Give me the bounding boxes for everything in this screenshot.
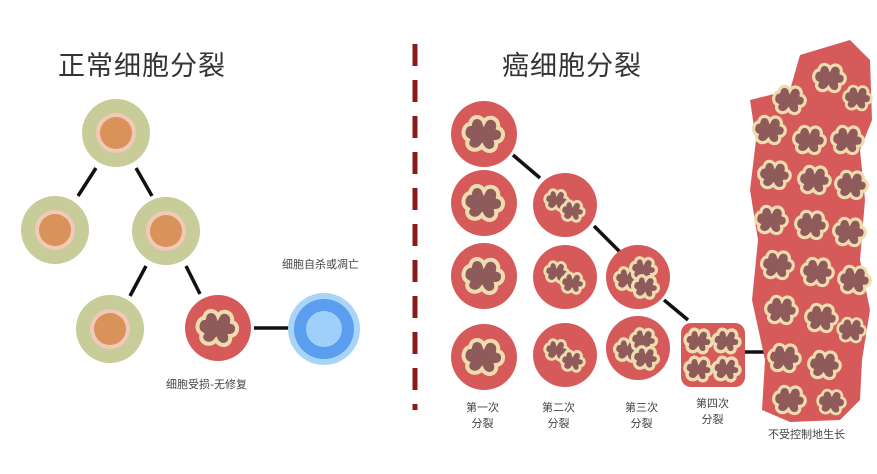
normal-cell-gen3-left bbox=[76, 295, 144, 363]
cancer-cell-c2-r1 bbox=[533, 173, 597, 237]
stage-label-3: 第三次 分裂 bbox=[625, 401, 658, 430]
normal-cell-gen2-right bbox=[132, 197, 200, 265]
cancer-cell-c2-r3 bbox=[533, 323, 597, 387]
cancer-cell-c4 bbox=[681, 323, 745, 387]
tumor-mass bbox=[750, 40, 873, 422]
cancer-cell-c1-r2 bbox=[451, 170, 517, 236]
cancer-cell-c1-r1 bbox=[451, 101, 517, 167]
cancer-cell-c3-r1 bbox=[606, 245, 670, 309]
cancer-cell-c2-r2 bbox=[533, 245, 597, 309]
cancer-division-title: 癌细胞分裂 bbox=[502, 51, 642, 82]
stage-label-4: 第四次 分裂 bbox=[696, 397, 729, 426]
damaged-cell-label: 细胞受损-无修复 bbox=[166, 378, 247, 391]
normal-cell-parent bbox=[82, 99, 150, 167]
stage-label-1: 第一次 分裂 bbox=[466, 401, 499, 430]
normal-connectors bbox=[76, 167, 290, 330]
cancer-cell-c1-r3 bbox=[451, 243, 517, 309]
cancer-cell-c3-r2 bbox=[606, 316, 670, 380]
damaged-cell bbox=[185, 295, 251, 361]
apoptosis-label: 细胞自杀或凋亡 bbox=[282, 258, 359, 271]
cancer-cell-c1-r4 bbox=[451, 324, 517, 390]
normal-division-title: 正常细胞分裂 bbox=[58, 51, 226, 82]
stage-label-2: 第二次 分裂 bbox=[542, 401, 575, 430]
uncontrolled-growth-label: 不受控制地生长 bbox=[768, 428, 845, 441]
normal-cell-gen2-left bbox=[21, 196, 89, 264]
apoptosis-cell bbox=[288, 293, 360, 365]
